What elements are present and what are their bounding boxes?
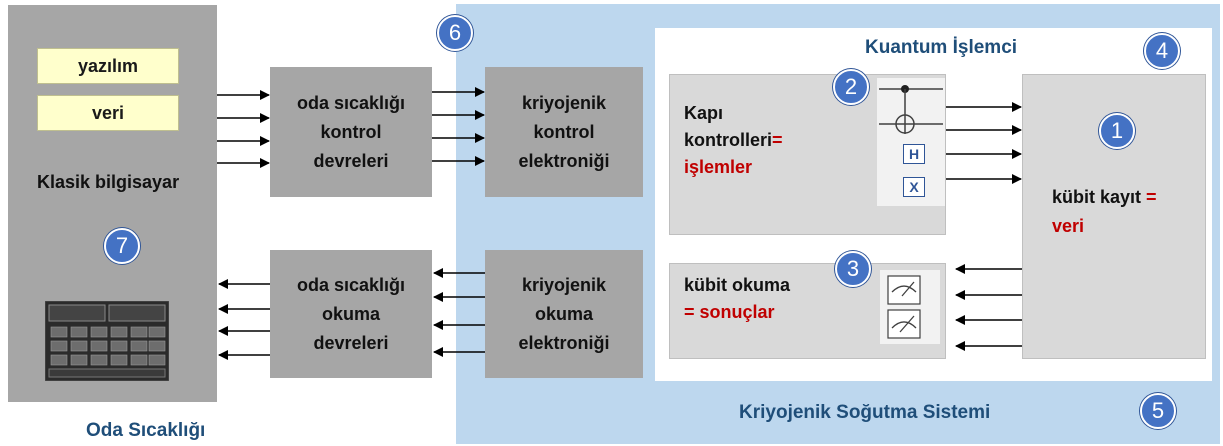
gate-controls-line2: kontrolleri= bbox=[684, 127, 783, 154]
gate-controls-equals: = bbox=[772, 130, 783, 150]
software-box: yazılım bbox=[37, 48, 179, 84]
measurement-meter-icon bbox=[880, 270, 940, 344]
cryo-readout-electronics: kriyojenik okuma elektroniği bbox=[485, 250, 643, 378]
badge-2: 2 bbox=[833, 69, 869, 105]
room-temp-readout-circuits: oda sıcaklığı okuma devreleri bbox=[270, 250, 432, 378]
badge-3: 3 bbox=[835, 251, 871, 287]
qubit-register-data: veri bbox=[1052, 216, 1085, 236]
quantum-processor-title: Kuantum İşlemci bbox=[865, 37, 1018, 58]
badge-6: 6 bbox=[437, 15, 473, 51]
cryo-control-electronics: kriyojenik kontrol elektroniği bbox=[485, 67, 643, 197]
qubit-readout-results: = sonuçlar bbox=[684, 302, 775, 322]
qubit-register-line1: kübit kayıt = bbox=[1052, 183, 1157, 212]
qubit-readout-line1: kübit okuma bbox=[684, 275, 791, 295]
badge-4: 4 bbox=[1144, 33, 1180, 69]
badge-7: 7 bbox=[104, 228, 140, 264]
room-temperature-label: Oda Sıcaklığı bbox=[86, 420, 206, 441]
classical-computer-label: Klasik bilgisayar bbox=[37, 172, 180, 192]
gate-controls-label: Kapı kontrolleri= işlemler bbox=[684, 100, 783, 181]
qubit-readout-label: kübit okuma = sonuçlar bbox=[684, 272, 790, 326]
gate-controls-line1: Kapı bbox=[684, 103, 724, 123]
cnot-gate-icon bbox=[879, 85, 943, 134]
room-temp-control-circuits: oda sıcaklığı kontrol devreleri bbox=[270, 67, 432, 197]
cryogenic-system-label: Kriyojenik Soğutma Sistemi bbox=[739, 402, 991, 423]
qubit-register-equals: = bbox=[1141, 187, 1157, 207]
gate-controls-operations: işlemler bbox=[684, 157, 753, 177]
badge-1: 1 bbox=[1099, 113, 1135, 149]
badge-5: 5 bbox=[1140, 393, 1176, 429]
x-gate-icon: X bbox=[903, 177, 925, 197]
qubit-register-label: kübit kayıt = veri bbox=[1052, 183, 1157, 241]
server-rack-icon bbox=[45, 301, 169, 381]
qubit-register-text: kübit kayıt bbox=[1052, 187, 1142, 207]
hadamard-gate-icon: H bbox=[903, 144, 925, 164]
data-box: veri bbox=[37, 95, 179, 131]
gate-controls-line2a: kontrolleri bbox=[684, 130, 773, 150]
